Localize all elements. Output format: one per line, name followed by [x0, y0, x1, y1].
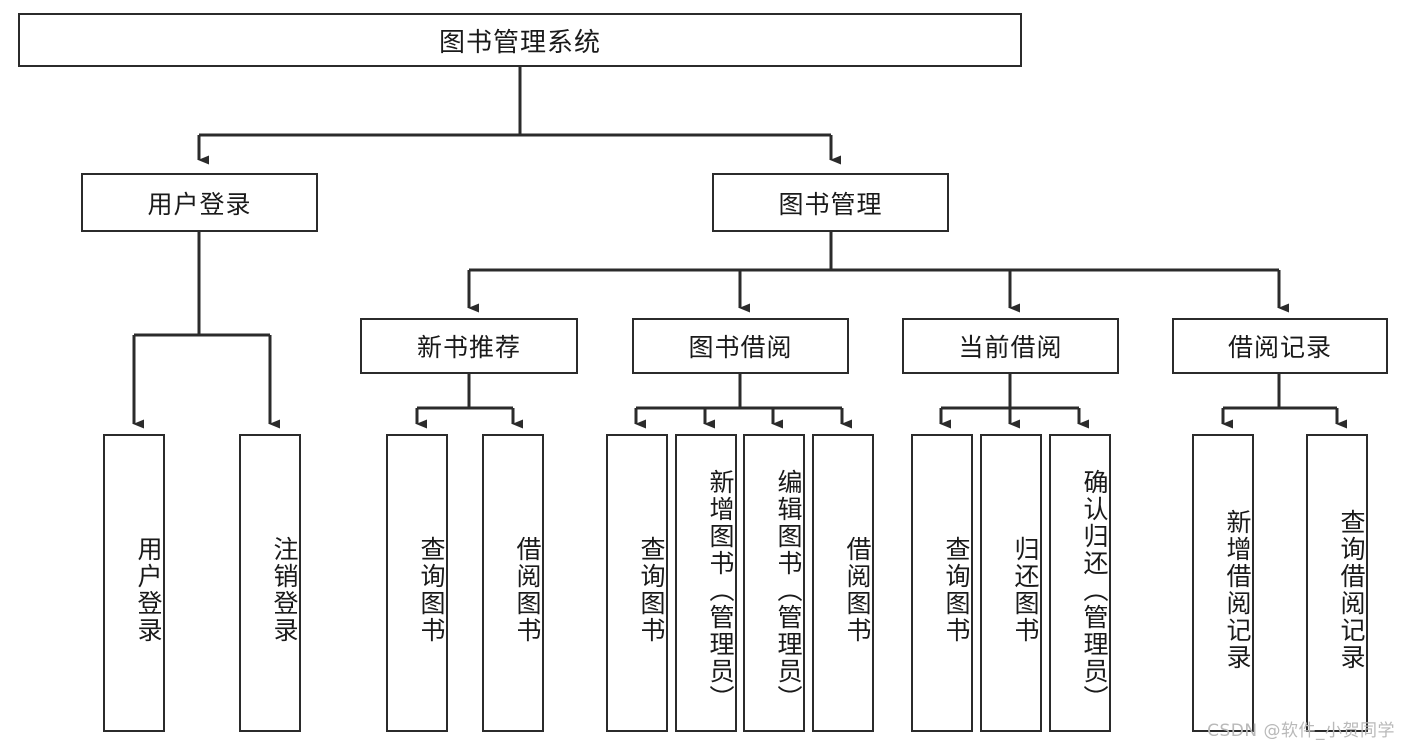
leaf-current-query-book[interactable]: 查询图书 [911, 434, 973, 732]
leaf-current-return-book-label: 归还图书 [1011, 536, 1040, 644]
node-new-book-recommend[interactable]: 新书推荐 [360, 318, 578, 374]
leaf-current-confirm-return-label: 确认归还（管理员） [1080, 468, 1109, 712]
node-book-borrow[interactable]: 图书借阅 [632, 318, 849, 374]
leaf-record-add[interactable]: 新增借阅记录 [1192, 434, 1254, 732]
node-root-system[interactable]: 图书管理系统 [18, 13, 1022, 67]
leaf-borrow-query-book[interactable]: 查询图书 [606, 434, 668, 732]
leaf-record-query[interactable]: 查询借阅记录 [1306, 434, 1368, 732]
leaf-borrow-borrow-book[interactable]: 借阅图书 [812, 434, 874, 732]
node-book-borrow-label: 图书借阅 [688, 333, 793, 362]
node-root-label: 图书管理系统 [438, 27, 601, 58]
node-current-borrow-label: 当前借阅 [958, 333, 1063, 362]
leaf-user-login[interactable]: 用户登录 [103, 434, 165, 732]
leaf-recommend-query-book-label: 查询图书 [417, 536, 446, 644]
leaf-recommend-borrow-book[interactable]: 借阅图书 [482, 434, 544, 732]
leaf-record-query-label: 查询借阅记录 [1337, 509, 1366, 671]
leaf-borrow-edit-book[interactable]: 编辑图书（管理员） [743, 434, 805, 732]
leaf-user-logout[interactable]: 注销登录 [239, 434, 301, 732]
leaf-current-confirm-return[interactable]: 确认归还（管理员） [1049, 434, 1111, 732]
node-book-management-label: 图书管理 [778, 189, 883, 219]
leaf-recommend-query-book[interactable]: 查询图书 [386, 434, 448, 732]
leaf-borrow-add-book-label: 新增图书（管理员） [706, 468, 735, 712]
leaf-user-login-label: 用户登录 [134, 536, 163, 644]
node-current-borrow[interactable]: 当前借阅 [902, 318, 1119, 374]
leaf-borrow-query-book-label: 查询图书 [637, 536, 666, 644]
node-book-management[interactable]: 图书管理 [712, 173, 949, 232]
node-user-login-label: 用户登录 [147, 189, 252, 219]
leaf-recommend-borrow-book-label: 借阅图书 [513, 536, 542, 644]
leaf-record-add-label: 新增借阅记录 [1223, 509, 1252, 671]
node-borrow-record[interactable]: 借阅记录 [1172, 318, 1388, 374]
leaf-current-return-book[interactable]: 归还图书 [980, 434, 1042, 732]
leaf-current-query-book-label: 查询图书 [942, 536, 971, 644]
node-new-book-recommend-label: 新书推荐 [416, 333, 521, 362]
leaf-borrow-borrow-book-label: 借阅图书 [843, 536, 872, 644]
node-borrow-record-label: 借阅记录 [1227, 333, 1332, 362]
leaf-borrow-add-book[interactable]: 新增图书（管理员） [675, 434, 737, 732]
watermark-text: CSDN @软件_小贺同学 [1207, 721, 1395, 741]
node-user-login[interactable]: 用户登录 [81, 173, 318, 232]
leaf-borrow-edit-book-label: 编辑图书（管理员） [774, 468, 803, 712]
leaf-user-logout-label: 注销登录 [270, 536, 299, 644]
